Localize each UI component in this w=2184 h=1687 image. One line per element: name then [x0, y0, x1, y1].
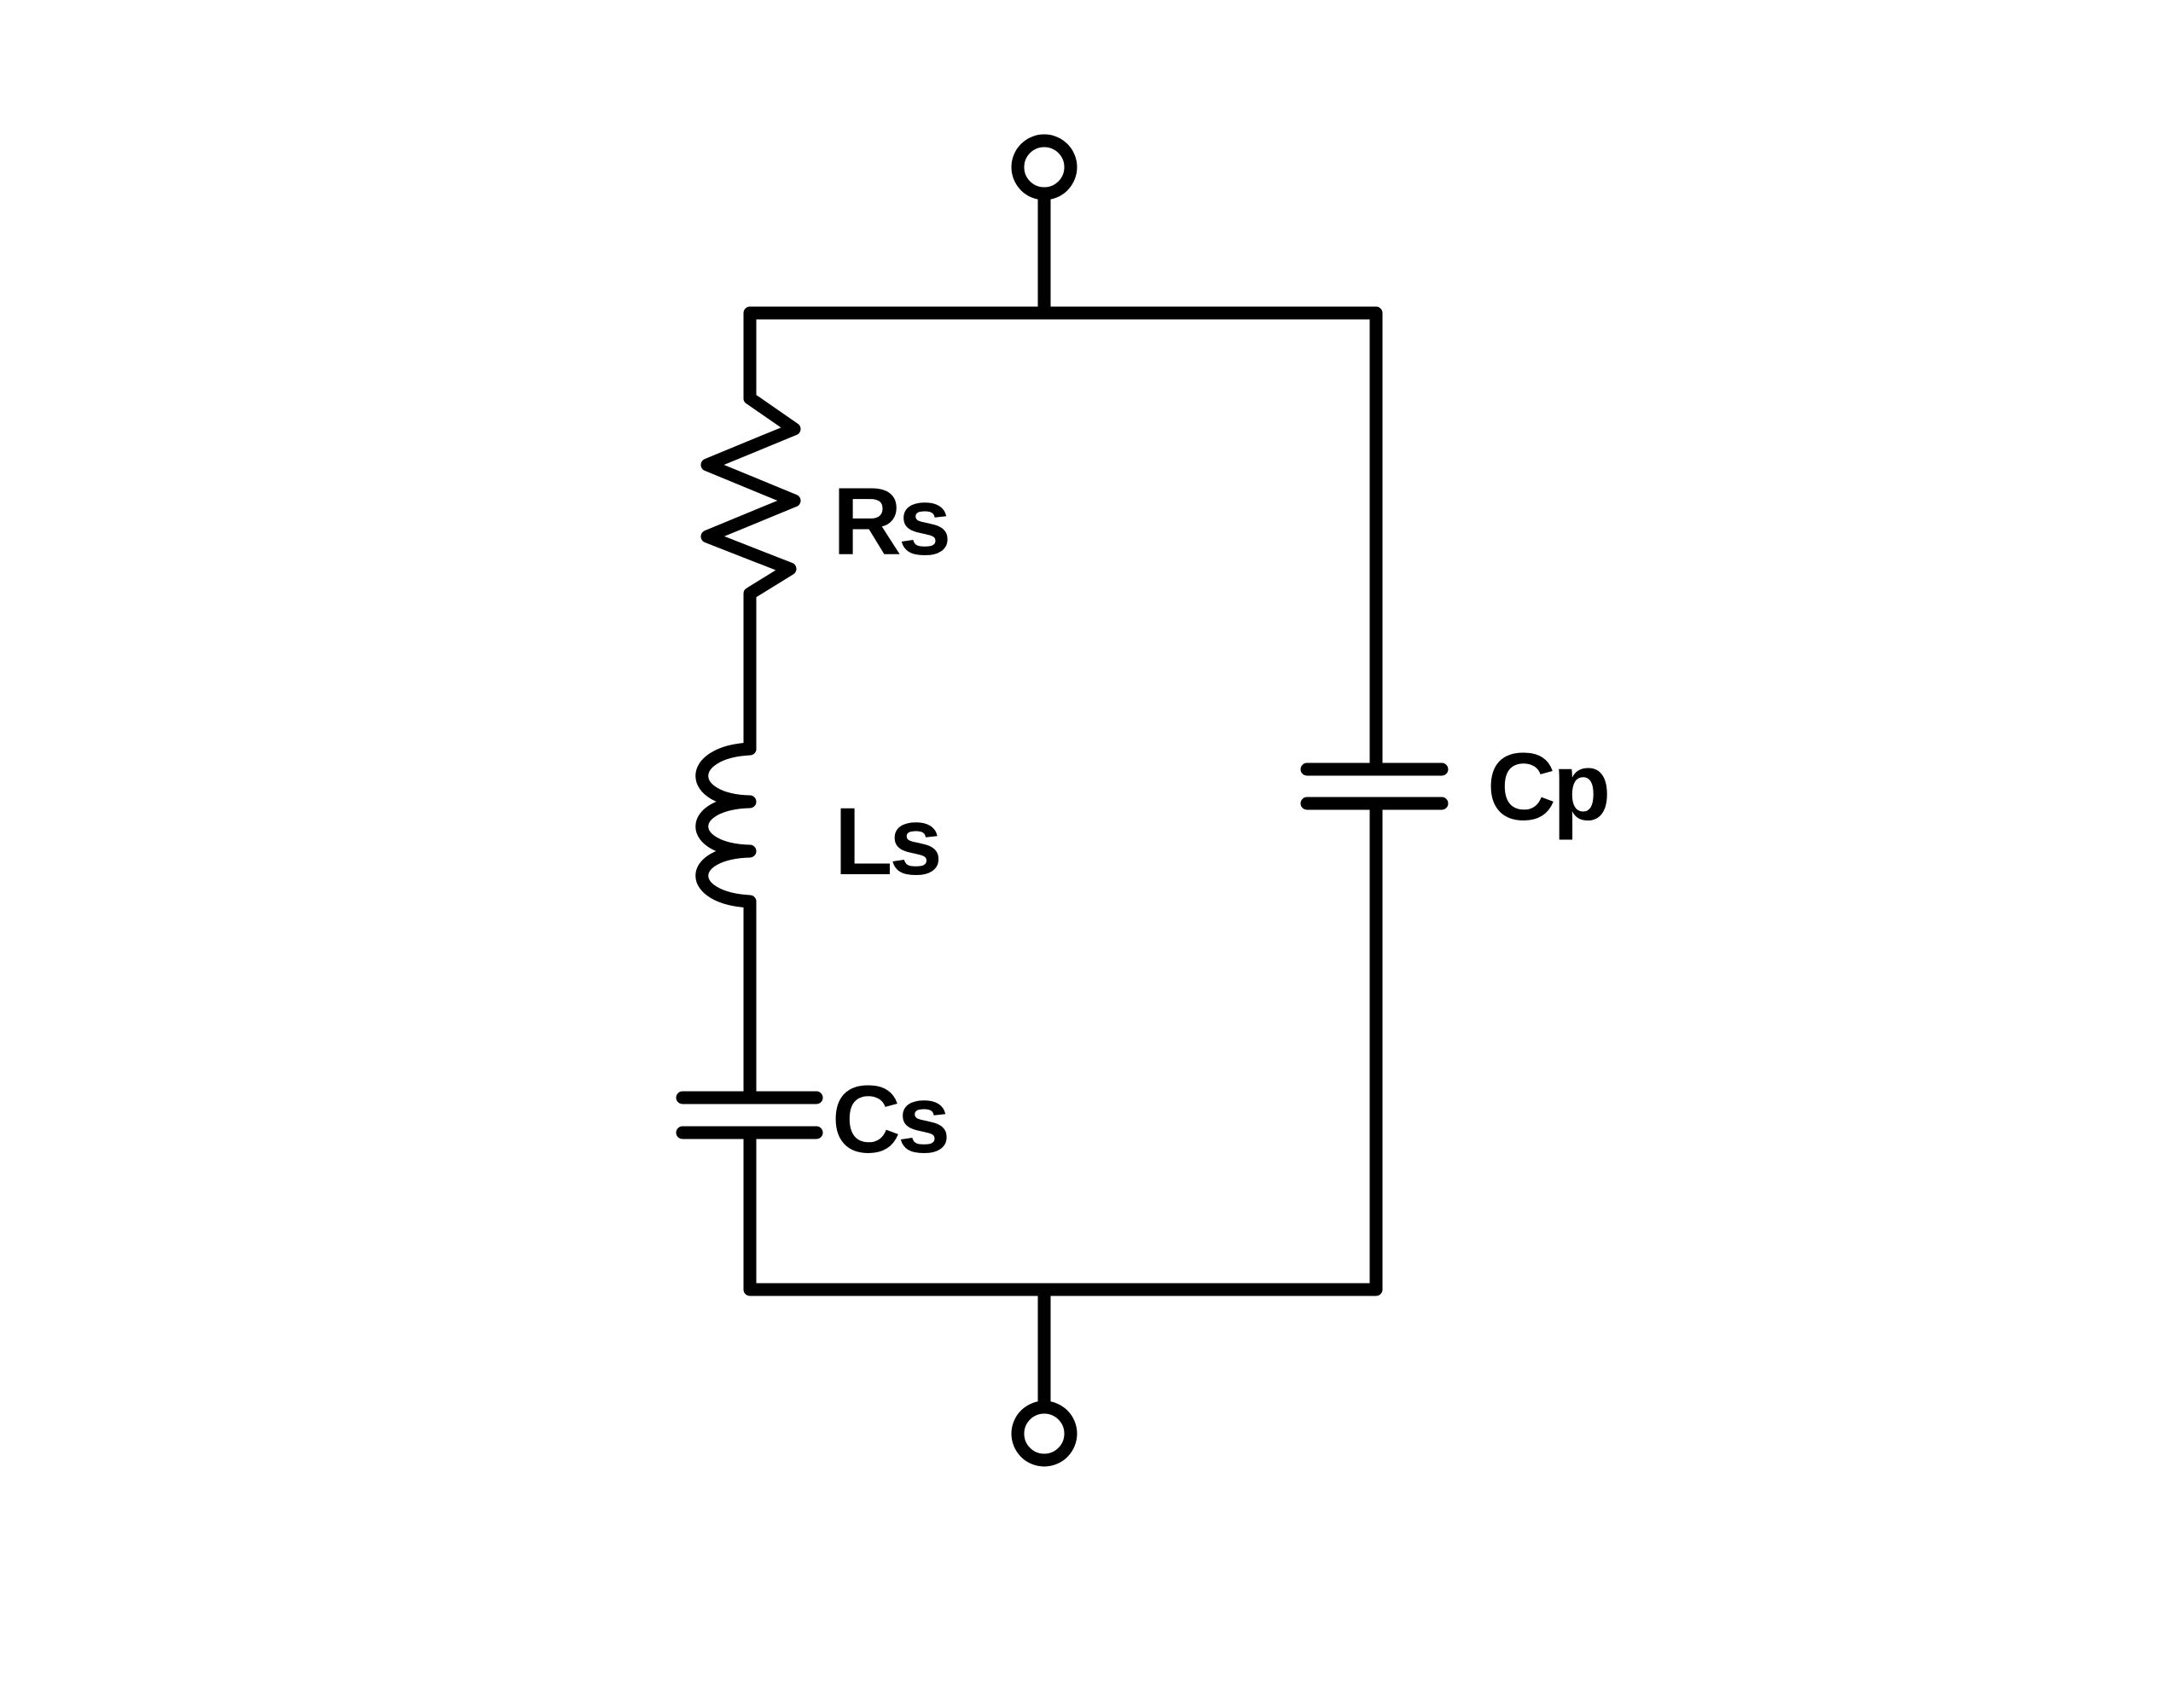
resistor-rs-symbol — [700, 391, 801, 756]
circuit-wires — [676, 134, 1449, 1467]
bottom-terminal-icon — [1011, 1400, 1077, 1467]
wire-upper-loop — [743, 306, 1383, 769]
capacitor-cp-label: Cp — [1487, 733, 1607, 840]
inductor-ls-symbol — [695, 742, 757, 1099]
inductor-ls-label: Ls — [834, 788, 939, 895]
resistor-rs-label: Rs — [833, 468, 948, 575]
wire-lower-loop — [743, 803, 1383, 1296]
terminals — [1011, 134, 1077, 1467]
component-labels: Rs Ls Cs Cp — [832, 468, 1611, 1173]
top-terminal-icon — [1011, 134, 1077, 200]
capacitor-cs-label: Cs — [832, 1066, 947, 1173]
